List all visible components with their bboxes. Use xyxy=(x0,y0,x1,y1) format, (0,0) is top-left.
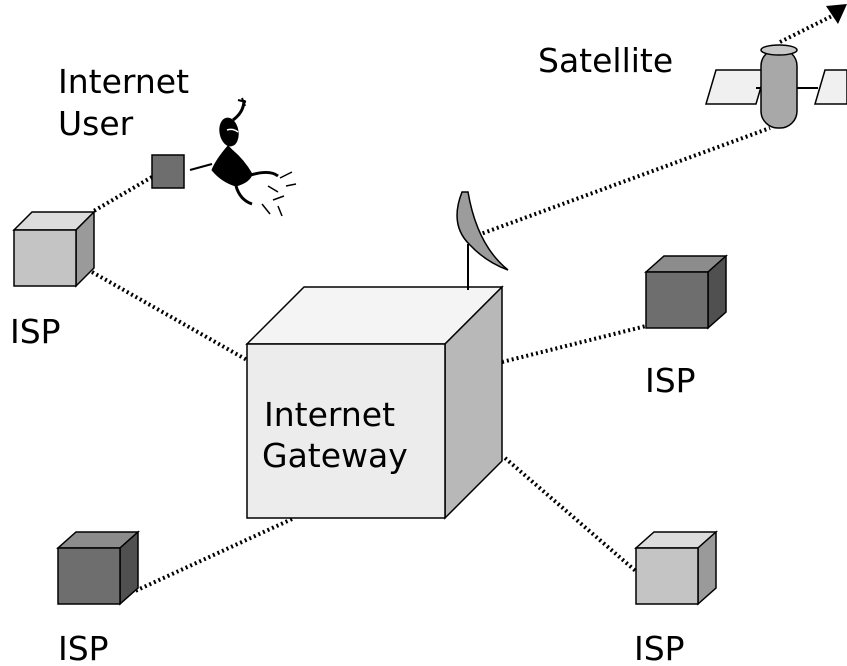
link-dish-to-satellite xyxy=(477,126,771,237)
satellite-label: Satellite xyxy=(538,41,673,80)
internet-user-icon xyxy=(189,97,297,217)
isp-top-left-label: ISP xyxy=(10,312,61,351)
isp-bottom-left-label: ISP xyxy=(58,629,109,666)
isp-mid-right-label: ISP xyxy=(645,361,696,400)
internet-gateway-cube xyxy=(245,285,504,520)
internet-user-label-line2: User xyxy=(58,104,134,143)
isp-top-left-cube xyxy=(12,210,96,288)
isp-mid-right-cube xyxy=(644,254,728,330)
gateway-label-line2: Gateway xyxy=(262,436,408,475)
link-gateway-to-isp-mid-right xyxy=(501,324,647,364)
link-satellite-to-offscreen xyxy=(779,10,841,44)
satellite-dish-icon xyxy=(456,191,509,290)
isp-bottom-left-cube xyxy=(56,530,140,606)
user-device-icon xyxy=(151,154,185,189)
connection-links xyxy=(90,10,841,594)
arrowhead-icon xyxy=(826,4,847,24)
isp-bottom-right-cube xyxy=(634,530,718,606)
isp-bottom-right-label: ISP xyxy=(634,629,685,666)
gateway-label-line1: Internet xyxy=(264,395,395,434)
link-gateway-to-isp-bottom-left xyxy=(132,517,293,594)
internet-user-label-line1: Internet xyxy=(58,62,189,101)
link-user-device-to-isp xyxy=(90,175,154,214)
link-isp-top-left-to-gateway xyxy=(91,270,248,362)
satellite-icon xyxy=(704,44,847,129)
link-gateway-to-isp-bottom-right xyxy=(503,456,640,575)
